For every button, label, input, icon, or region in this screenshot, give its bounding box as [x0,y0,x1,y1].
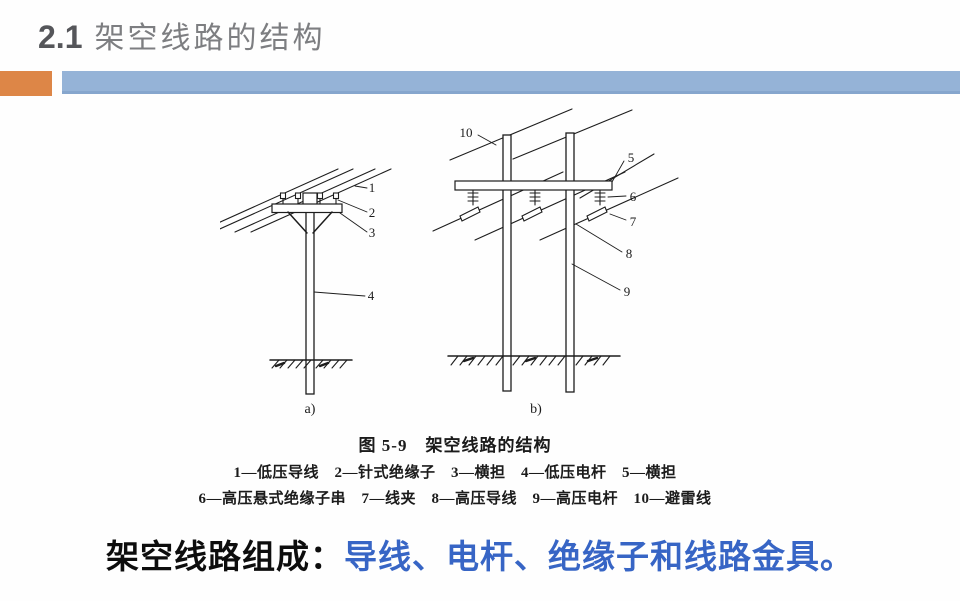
sublabel-b: b) [530,402,542,417]
callout-3: 3 [369,225,376,240]
leader-lines-b [477,134,627,291]
wire-clamp [459,206,481,222]
callout-7: 7 [630,214,637,229]
wire-clamp [521,206,543,222]
callout-2: 2 [369,205,376,220]
accent-bar-blue [62,71,960,94]
summary-prefix: 架空线路组成： [106,538,344,575]
hv-pole-right [565,132,575,393]
figure-caption: 图 5-9 架空线路的结构 [358,436,552,455]
figure-legend-line-2: 6—高压悬式绝缘子串 7—线夹 8—高压导线 9—高压电杆 10—避雷线 [198,491,712,507]
section-number: 2.1 [38,19,83,55]
crossarm-braces [287,211,333,234]
pole-b-drawing [432,108,679,393]
callout-9: 9 [624,284,631,299]
figure-legend-line-1: 1—低压导线 2—针式绝缘子 3—横担 4—低压电杆 5—横担 [233,465,677,481]
hv-pole-left [502,134,512,392]
pin-insulators [279,192,340,205]
ground-hatch-b [447,355,621,366]
wire-clamp [586,206,608,222]
lv-crossarm [271,203,343,214]
section-title: 架空线路的结构 [94,22,326,55]
callout-1: 1 [369,180,376,195]
summary-period: 。 [820,538,854,575]
callout-10: 10 [460,125,473,140]
callout-4: 4 [368,288,375,303]
insulator-strings [459,189,608,222]
hv-conductor-wires [432,153,679,241]
pole-cap [302,192,318,206]
page-title: 2.1 架空线路的结构 [38,13,325,57]
callout-5: 5 [628,150,635,165]
figure-diagram: 1 2 3 4 a) [220,108,679,417]
callout-8: 8 [626,246,633,261]
leader-lines-a [313,185,368,297]
summary-sentence: 架空线路组成：导线、电杆、绝缘子和线路金具。 [0,530,960,578]
accent-bar-orange [0,71,52,96]
pole-a-drawing [220,168,392,395]
callout-6: 6 [630,189,637,204]
ground-hatch-a [269,359,353,369]
lightning-wires [449,108,633,161]
summary-highlight: 导线、电杆、绝缘子和线路金具 [344,538,820,575]
sublabel-a: a) [305,402,316,417]
hv-crossarm [454,180,613,191]
